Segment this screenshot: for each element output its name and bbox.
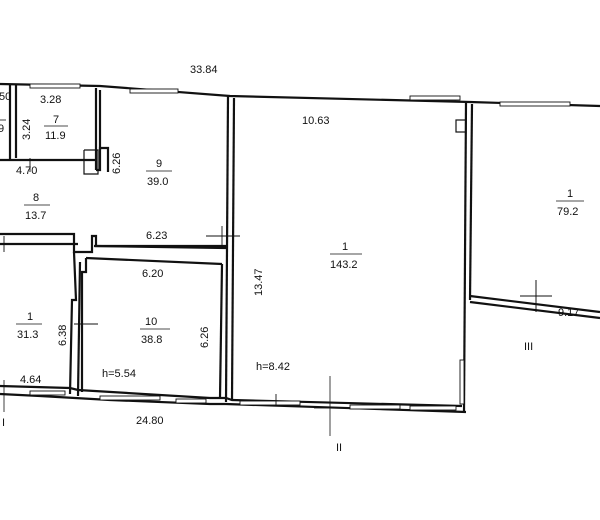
right-room-area: 79.2 — [557, 206, 578, 218]
dim-top-overall: 33.84 — [190, 64, 218, 76]
left-room-number: 1 — [27, 311, 33, 323]
room9-area: 39.0 — [147, 176, 168, 188]
outer-wall-bottom-inner — [0, 384, 463, 408]
room7-width: 3.28 — [40, 94, 61, 106]
room10-area: 38.8 — [141, 334, 162, 346]
wall-room10-right — [218, 263, 224, 399]
room9-height: 6.26 — [111, 153, 123, 174]
window-bottom-3 — [175, 398, 207, 404]
room8-width-bottom: 6.23 — [146, 230, 167, 242]
right-room-number: 1 — [567, 188, 573, 200]
room10-ceiling: h=5.54 — [102, 368, 136, 380]
window-bottom-5 — [349, 404, 401, 410]
column-notch — [455, 119, 467, 133]
room8-width-top: 4.70 — [16, 165, 37, 177]
window-top-3 — [409, 95, 461, 101]
room10-width: 6.20 — [142, 268, 163, 280]
partial-side-label: 9 — [0, 123, 4, 135]
main-room-ceiling: h=8.42 — [256, 361, 290, 373]
room8-area: 13.7 — [25, 210, 46, 222]
main-room-width: 10.63 — [302, 115, 330, 127]
dim-bottom-overall: 24.80 — [136, 415, 164, 427]
room-8: 4.70 8 13.7 6.23 — [16, 165, 167, 242]
wall-right-room-bottom — [469, 294, 600, 314]
partial-top-label: 50 — [0, 91, 11, 103]
room-10: 6.20 10 38.8 6.26 h=5.54 — [102, 268, 211, 380]
room7-number: 7 — [53, 114, 59, 126]
room-7: 3.28 7 11.9 3.24 — [21, 94, 68, 142]
wall-room9-right — [224, 95, 230, 403]
room-1-main: 10.63 1 143.2 13.47 h=8.42 — [253, 115, 362, 373]
wall-main-left — [230, 97, 236, 401]
window-bottom-4 — [239, 400, 301, 406]
wall-room10-top — [85, 256, 223, 266]
wall-room1-left-right — [68, 251, 78, 395]
window-bottom-2 — [99, 395, 161, 401]
right-room-width: 9.17 — [558, 307, 579, 319]
walls — [0, 82, 600, 414]
wall-right-room-bottom-inner — [469, 300, 600, 320]
wall-corridor-bottom — [0, 232, 226, 254]
section-mark-iii: III — [524, 341, 533, 353]
room-1-right: 1 79.2 9.17 — [556, 188, 584, 319]
left-room-area: 31.3 — [17, 329, 38, 341]
room8-number: 8 — [33, 192, 39, 204]
left-room-height: 6.38 — [57, 325, 69, 346]
window-top-2 — [129, 88, 179, 94]
room7-area: 11.9 — [45, 130, 66, 142]
window-right-vertical — [459, 359, 465, 405]
left-room-width: 4.64 — [20, 374, 41, 386]
room-1-left: 1 31.3 6.38 4.64 — [16, 311, 69, 386]
wall-corridor-right-stub — [93, 244, 227, 250]
room10-height: 6.26 — [199, 327, 211, 348]
wall-room10-left — [76, 261, 82, 397]
room7-height: 3.24 — [21, 119, 33, 140]
main-room-number: 1 — [342, 241, 348, 253]
window-bottom-6 — [409, 405, 457, 411]
wall-room9-bottom — [96, 146, 110, 172]
wall-main-right-inner — [468, 103, 474, 301]
room10-number: 10 — [145, 316, 157, 328]
windows — [29, 83, 571, 411]
room-9: 6.26 9 39.0 — [111, 153, 172, 188]
room9-number: 9 — [156, 158, 162, 170]
section-mark-i: I — [2, 417, 5, 429]
window-top-1 — [29, 83, 81, 89]
wall-shaft — [83, 149, 99, 175]
window-bottom-1 — [29, 390, 66, 396]
wall-room10-left-inner — [80, 258, 88, 392]
window-top-4 — [499, 101, 571, 107]
section-mark-ii: II — [336, 442, 342, 454]
section-lines — [3, 280, 537, 436]
main-room-height: 13.47 — [253, 268, 265, 296]
main-room-area: 143.2 — [330, 259, 358, 271]
